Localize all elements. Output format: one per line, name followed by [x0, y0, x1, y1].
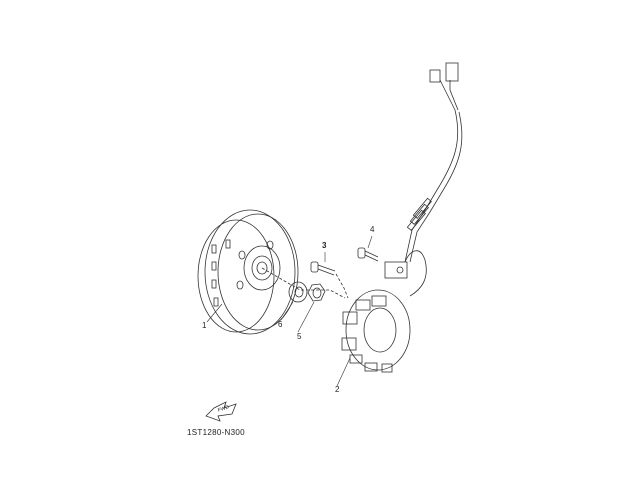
nut	[307, 283, 326, 302]
fwd-arrow-icon	[205, 401, 237, 422]
bolt-3	[310, 261, 336, 276]
stator	[341, 289, 411, 373]
part-label-5: 5	[297, 332, 302, 341]
part-label-2: 2	[335, 385, 340, 394]
washer	[288, 281, 308, 303]
diagram-code: 1ST1280-N300	[187, 428, 245, 437]
leader-lines	[206, 235, 373, 387]
part-label-6: 6	[278, 320, 283, 329]
part-label-3: 3	[322, 241, 327, 250]
part-label-4: 4	[370, 225, 375, 234]
wire-harness	[404, 62, 463, 297]
pickup-coil	[384, 261, 408, 279]
rotor-flywheel	[197, 209, 299, 335]
bolt-4	[357, 247, 379, 262]
part-label-1: 1	[202, 321, 207, 330]
